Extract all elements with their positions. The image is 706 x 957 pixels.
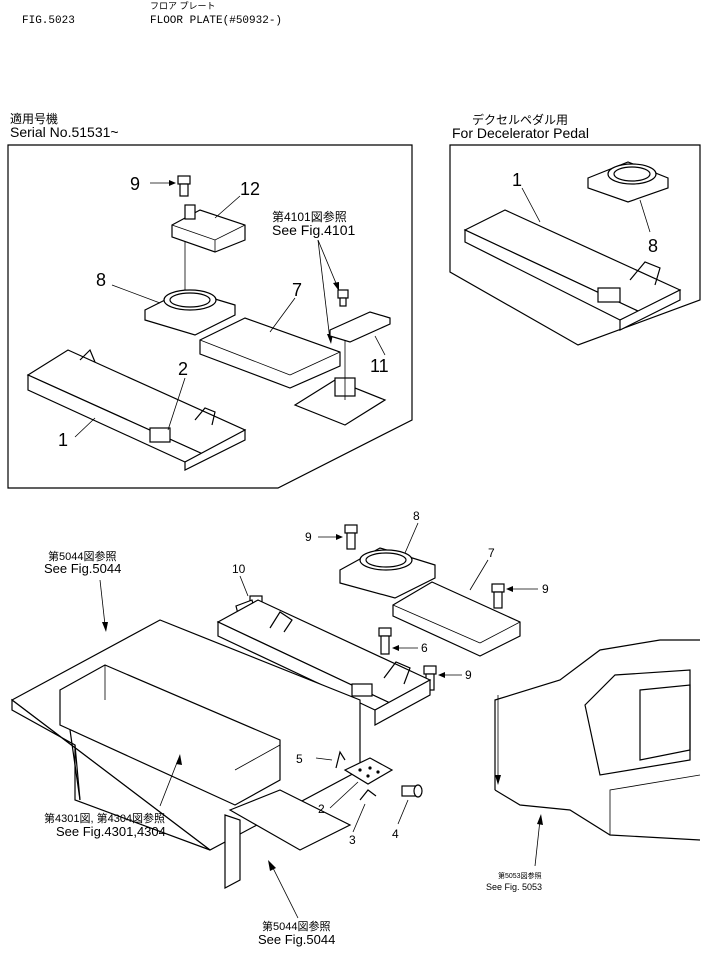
ref-4301-jp: 第4301図, 第4304図参照 [44,811,165,825]
ref-5053-jp: 第5053図参照 [498,871,542,880]
floor-plate-serial-right [293,340,387,426]
decel-label-jp: デクセルペダル用 [472,112,568,127]
bolt-9-main-right [491,583,505,609]
fig-number: FIG.5023 [22,15,75,27]
callout-11: 11 [370,356,389,376]
serial-box-frame [7,144,413,489]
decel-label: For Decelerator Pedal [452,125,589,141]
callout-2-serial: 2 [178,359,188,379]
clip-3 [359,789,377,801]
callout-3: 3 [349,833,356,847]
callout-9-main-mid: 9 [465,668,472,682]
callout-9-main-right: 9 [542,582,549,596]
plate-7-serial [199,317,341,389]
plate-2-main [343,757,394,785]
bracket-12 [171,204,246,253]
ref-5044-bottom: See Fig.5044 [258,932,335,947]
decel-box-frame [449,144,701,346]
ref-5044-top-jp: 第5044図参照 [48,549,116,563]
pin-4 [401,784,423,798]
bolt-6 [378,627,392,655]
ref-4301: See Fig.4301,4304 [56,824,166,839]
callout-1-serial: 1 [58,430,68,450]
cab-outline [494,639,701,841]
ref-4101: See Fig.4101 [272,222,355,238]
plate-11 [329,311,391,343]
plate-7-main [392,581,521,657]
boot-8-serial [144,289,236,336]
serial-label-jp: 適用号機 [10,111,58,126]
ref-4101-jp: 第4101図参照 [272,209,347,224]
callout-9-serial: 9 [130,174,140,194]
callout-8-serial: 8 [96,270,106,290]
callout-9-main-top: 9 [305,530,312,544]
callout-6: 6 [421,641,428,655]
callout-7-main: 7 [488,546,495,560]
ref-5044-top: See Fig.5044 [44,561,121,576]
callout-5: 5 [296,752,303,766]
ref-5053: See Fig. 5053 [486,882,542,892]
callout-8-main: 8 [413,509,420,523]
frame-1-serial [26,348,247,471]
floor-base-lower [224,789,352,889]
title-jp: フロア プレート [150,1,216,11]
bolt-9-main-top [344,524,358,550]
callout-2-main: 2 [318,802,325,816]
title: FLOOR PLATE(#50932-) [150,15,282,27]
bolt-9-serial [177,175,191,197]
frame-1-main [216,599,432,727]
frame-1-decel [463,209,682,331]
boot-8-decel [587,161,669,203]
callout-12: 12 [240,179,260,199]
callout-1-decel: 1 [512,170,522,190]
ref-5044-bottom-jp: 第5044図参照 [262,919,330,933]
callout-4: 4 [392,827,399,841]
boot-8-main [339,547,436,599]
clip-5 [335,750,346,769]
callout-7-serial: 7 [292,280,302,300]
serial-label: Serial No.51531~ [10,124,119,140]
callout-8-decel: 8 [648,236,658,256]
callout-10: 10 [232,562,246,576]
